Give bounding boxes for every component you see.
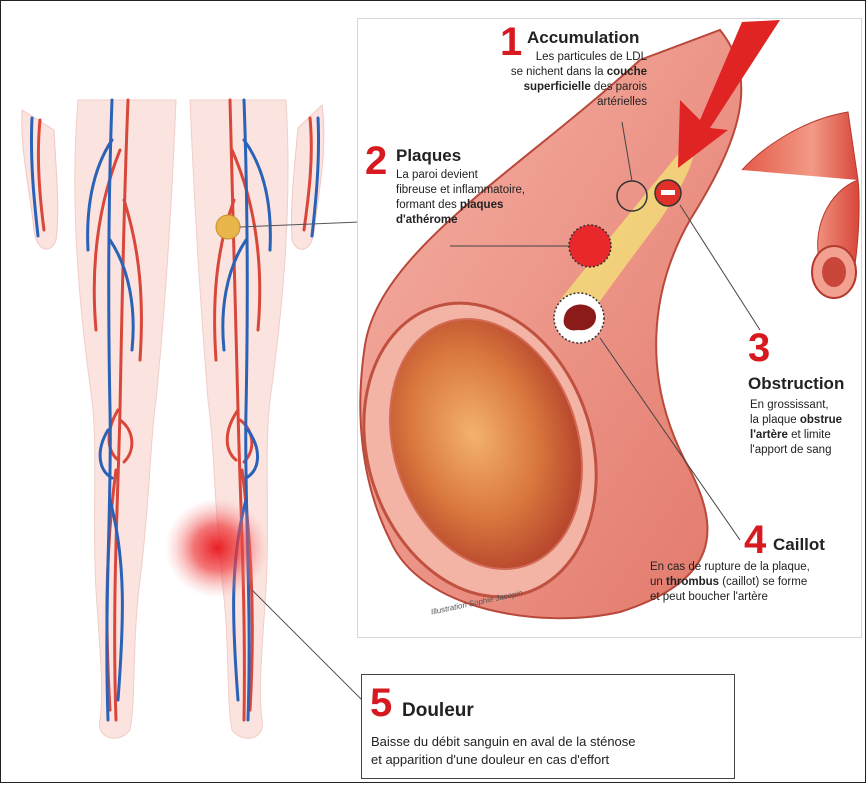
step-4-number: 4	[744, 520, 766, 560]
step-3-line-4: l'apport de sang	[750, 443, 860, 458]
step-5-line-1: Baisse du débit sanguin en aval de la st…	[371, 733, 731, 751]
step-1-title: Accumulation	[527, 28, 639, 48]
step-1-text: Les particules de LDL se nichent dans la…	[470, 50, 647, 110]
step-2-number: 2	[365, 141, 387, 181]
step-4-text: En cas de rupture de la plaque, un throm…	[650, 560, 860, 605]
step-4-line-1: En cas de rupture de la plaque,	[650, 560, 860, 575]
step-1-line-1: Les particules de LDL	[470, 50, 647, 65]
step-3-title: Obstruction	[748, 374, 844, 394]
step-5-text: Baisse du débit sanguin en aval de la st…	[371, 733, 731, 768]
step-2-line-1: La paroi devient	[396, 168, 566, 183]
step-2-line-4: d'athérome	[396, 213, 566, 228]
step-2-line-2: fibreuse et inflammatoire,	[396, 183, 566, 198]
obstruction-icon	[661, 190, 675, 195]
step-1-line-3: superficielle des parois	[470, 80, 647, 95]
step-2-title: Plaques	[396, 146, 461, 166]
zoom-circle-plaque	[569, 225, 611, 267]
step-3-line-1: En grossissant,	[750, 398, 860, 413]
step-5-title: Douleur	[402, 700, 474, 722]
step-5-line-2: et apparition d'une douleur en cas d'eff…	[371, 751, 731, 769]
step-3-line-2: la plaque obstrue	[750, 413, 860, 428]
step-1-line-2: se nichent dans la couche	[470, 65, 647, 80]
step-4-line-3: et peut boucher l'artère	[650, 590, 860, 605]
step-2-line-3: formant des plaques	[396, 198, 566, 213]
branch-lumen	[822, 257, 846, 287]
step-3-text: En grossissant, la plaque obstrue l'artè…	[750, 398, 860, 458]
leader-line-3	[680, 205, 760, 330]
step-3-line-3: l'artère et limite	[750, 428, 860, 443]
step-5-number: 5	[370, 683, 392, 723]
step-4-title: Caillot	[773, 535, 825, 555]
step-2-text: La paroi devient fibreuse et inflammatoi…	[396, 168, 566, 228]
step-4-line-2: un thrombus (caillot) se forme	[650, 575, 860, 590]
step-3-number: 3	[748, 328, 770, 368]
step-1-line-4: artérielles	[470, 95, 647, 110]
